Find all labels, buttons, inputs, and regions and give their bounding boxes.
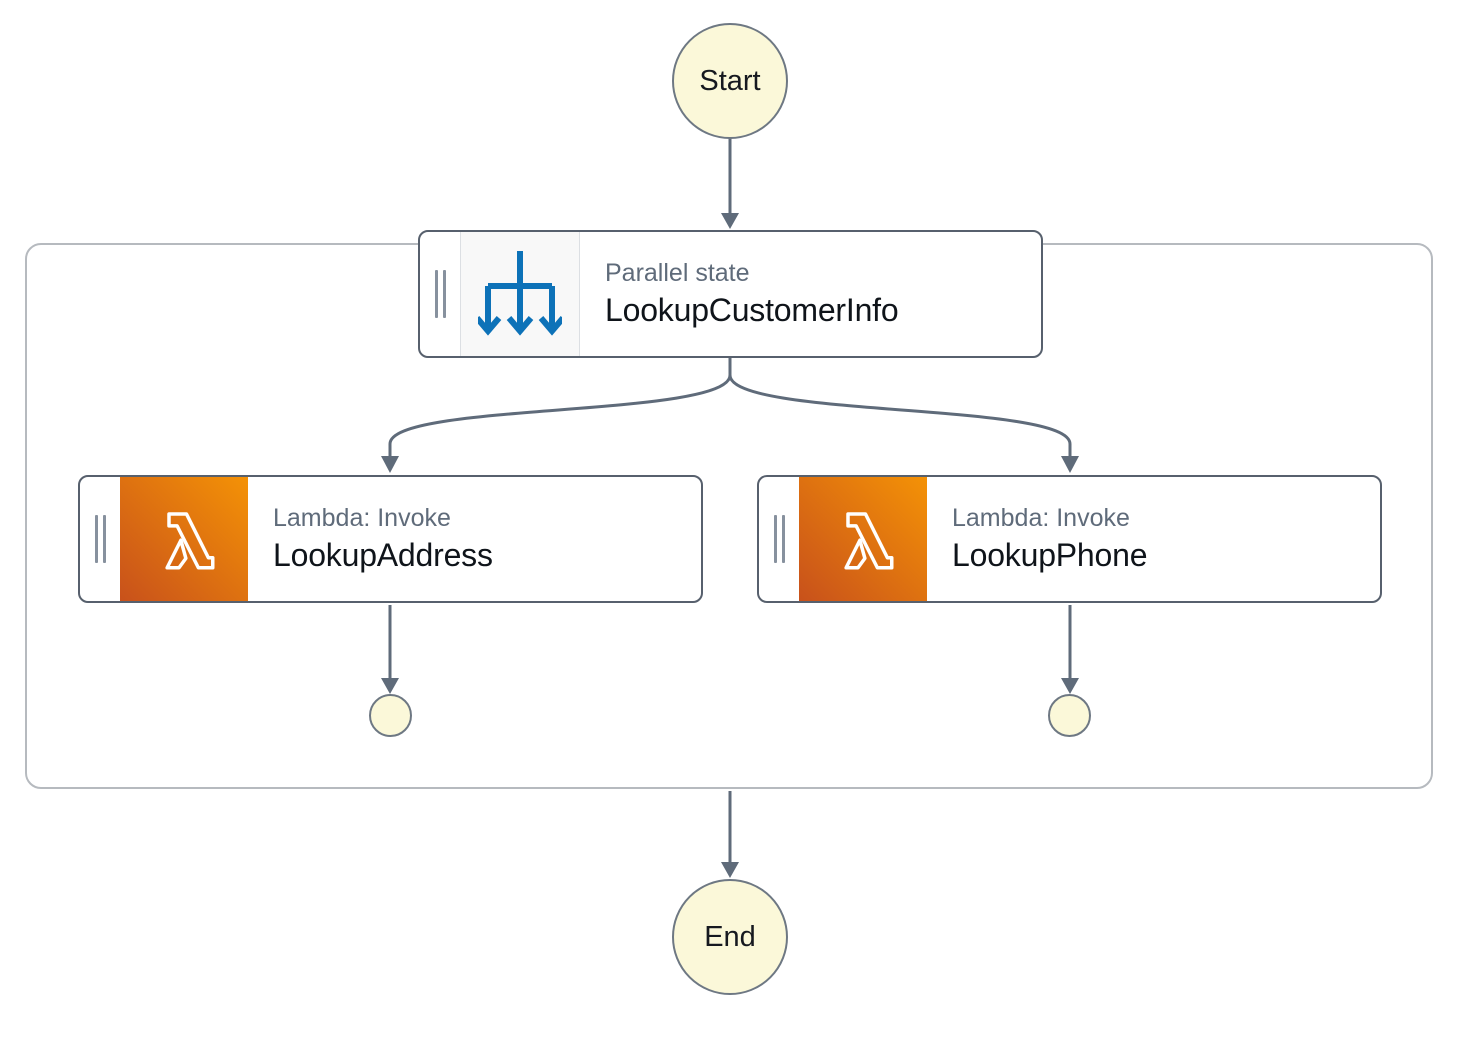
lambda-service-icon <box>165 512 215 570</box>
lambda-right-texts: Lambda: Invoke LookupPhone <box>927 477 1148 601</box>
branch-terminal-dot <box>369 694 412 737</box>
state-type-label: Lambda: Invoke <box>952 504 1130 533</box>
lambda-icon-cell <box>799 477 927 601</box>
lambda-left-texts: Lambda: Invoke LookupAddress <box>248 477 493 601</box>
state-node-lookupaddress[interactable]: Lambda: Invoke LookupAddress <box>78 475 703 603</box>
drag-handle-icon[interactable] <box>80 477 120 601</box>
lambda-service-icon <box>844 512 894 570</box>
parallel-state-texts: Parallel state LookupCustomerInfo <box>580 232 899 356</box>
end-node: End <box>672 879 788 995</box>
drag-handle-icon[interactable] <box>759 477 799 601</box>
drag-handle-icon[interactable] <box>420 232 460 356</box>
edge-container-to-end <box>721 791 739 878</box>
parallel-icon-cell <box>460 232 580 356</box>
state-title: LookupAddress <box>273 536 493 573</box>
end-label: End <box>704 920 756 953</box>
state-node-lookupphone[interactable]: Lambda: Invoke LookupPhone <box>757 475 1382 603</box>
start-node: Start <box>672 23 788 139</box>
state-node-parallel[interactable]: Parallel state LookupCustomerInfo <box>418 230 1043 358</box>
parallel-branch-icon <box>478 251 562 336</box>
branch-terminal-dot <box>1048 694 1091 737</box>
state-title: LookupCustomerInfo <box>605 291 899 328</box>
state-type-label: Parallel state <box>605 259 750 288</box>
state-title: LookupPhone <box>952 536 1148 573</box>
lambda-icon-cell <box>120 477 248 601</box>
state-type-label: Lambda: Invoke <box>273 504 451 533</box>
start-label: Start <box>699 64 761 97</box>
edge-start-to-parallel <box>721 138 739 229</box>
